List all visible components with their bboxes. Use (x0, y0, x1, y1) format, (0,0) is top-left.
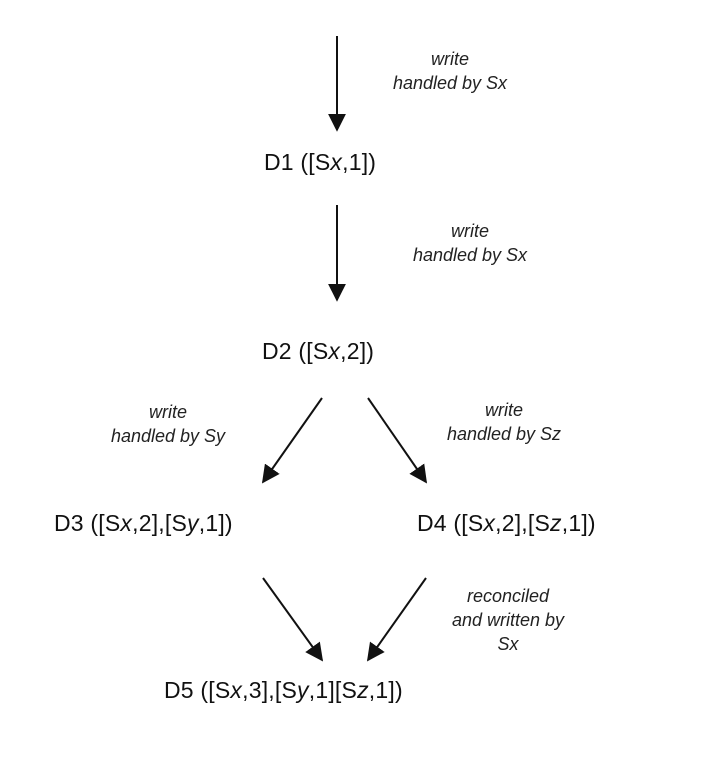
server-subscript: x (483, 510, 496, 536)
server-name: S (312, 338, 329, 364)
server-name: S (281, 677, 298, 703)
server-subscript: x (120, 510, 133, 536)
edge-label-line: reconciled (466, 586, 550, 606)
edge-label-2: write handled by Sx (380, 219, 560, 267)
edge-label-line: Sx (497, 634, 519, 654)
server-name: S (314, 149, 331, 175)
server-subscript: x (230, 677, 243, 703)
version-count: 2 (501, 510, 515, 536)
server-subscript: z (357, 677, 369, 703)
version-count: 2 (346, 338, 360, 364)
arrow-d2-to-d4 (367, 397, 428, 484)
node-id: D3 (54, 510, 84, 536)
edge-label-3: write handled by Sy (78, 400, 258, 448)
edge-label-line: write (484, 400, 523, 420)
version-count: 1 (205, 510, 219, 536)
node-id: D5 (164, 677, 194, 703)
node-d1: D1 ([Sx,1]) (264, 149, 377, 175)
server-subscript: x (328, 338, 341, 364)
edge-label-line: and written by (451, 610, 565, 630)
version-count: 1 (375, 677, 389, 703)
node-id: D4 (417, 510, 447, 536)
server-name: S (214, 677, 231, 703)
edge-label-line: handled by Sy (110, 426, 226, 446)
server-name: S (534, 510, 551, 536)
node-d2: D2 ([Sx,2]) (262, 338, 375, 364)
edge-label-line: handled by Sz (446, 424, 562, 444)
node-d5: D5 ([Sx,3],[Sy,1][Sz,1]) (164, 677, 403, 703)
edge-label-4: write handled by Sz (414, 398, 594, 446)
server-subscript: z (550, 510, 562, 536)
node-d3: D3 ([Sx,2],[Sy,1]) (54, 510, 233, 536)
server-subscript: y (297, 677, 309, 703)
edge-label-line: handled by Sx (392, 73, 508, 93)
server-name: S (467, 510, 484, 536)
server-subscript: y (187, 510, 199, 536)
edge-label-line: write (430, 49, 469, 69)
node-id: D1 (264, 149, 294, 175)
arrow-d4-to-d5 (366, 577, 427, 662)
server-name: S (341, 677, 358, 703)
server-name: S (104, 510, 121, 536)
edge-label-line: handled by Sx (412, 245, 528, 265)
arrow-d3-to-d5 (262, 577, 324, 662)
server-name: S (171, 510, 188, 536)
arrow-d2-to-d3 (261, 397, 323, 484)
node-id: D2 (262, 338, 292, 364)
version-count: 3 (248, 677, 262, 703)
node-d4: D4 ([Sx,2],[Sz,1]) (417, 510, 596, 536)
edge-label-line: write (450, 221, 489, 241)
version-count: 1 (348, 149, 362, 175)
server-subscript: x (330, 149, 343, 175)
version-count: 1 (568, 510, 582, 536)
version-count: 2 (138, 510, 152, 536)
version-count: 1 (315, 677, 329, 703)
edge-label-line: write (148, 402, 187, 422)
edge-label-1: write handled by Sx (360, 47, 540, 95)
edge-label-5: reconciled and written by Sx (418, 584, 598, 656)
